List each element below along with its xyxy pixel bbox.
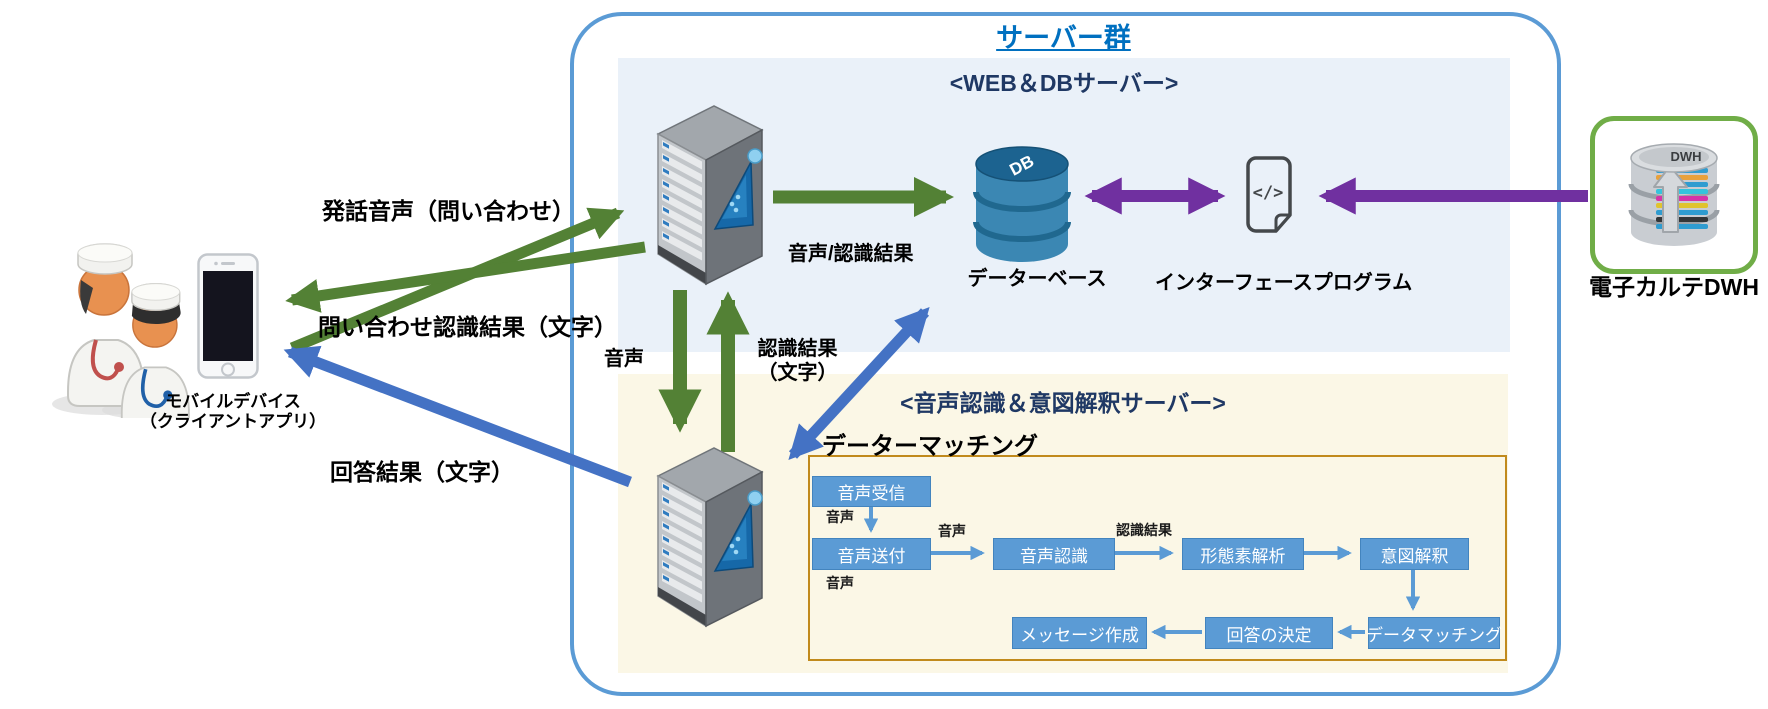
database-label: データーベース xyxy=(967,268,1107,290)
mobile-device-icon xyxy=(197,253,259,379)
flow-box-intent-interpretation: 意図解釈 xyxy=(1360,538,1469,570)
flow-label-voice-1: 音声 xyxy=(826,509,854,525)
server-rack-slots xyxy=(662,140,702,261)
flow-box-message-creation: メッセージ作成 xyxy=(1012,617,1147,649)
flow-box-voice-recognition: 音声認識 xyxy=(993,538,1115,570)
flow-box-morphological-analysis: 形態素解析 xyxy=(1182,538,1304,570)
flow-label-voice-2: 音声 xyxy=(938,523,966,539)
utterance-label: 発話音声（問い合わせ） xyxy=(322,198,575,224)
dwh-icon: DWH xyxy=(1628,143,1720,246)
recog-up-label-line2: （文字） xyxy=(757,362,838,384)
flow-box-data-matching: データマッチング xyxy=(1366,617,1502,649)
flow-label-recog-result: 認識結果 xyxy=(1116,522,1172,538)
speech-header: <音声認識＆意図解釈サーバー> xyxy=(900,390,1226,416)
arrow-server-db-blue xyxy=(788,306,930,461)
arrow-query-result xyxy=(285,241,646,313)
dwh-icon-text: DWH xyxy=(1670,149,1701,164)
data-matching-title: データーマッチング xyxy=(822,433,1038,460)
webdb-header: <WEB＆DBサーバー> xyxy=(949,70,1179,96)
recog-up-label-line1: 認識結果 xyxy=(757,338,838,360)
doctors-icon xyxy=(52,243,190,418)
webdb-server-icon xyxy=(656,105,764,286)
interface-program-icon: </> xyxy=(1246,156,1292,233)
dwh-box: DWH xyxy=(1590,116,1758,274)
server-rack-slots xyxy=(662,482,702,603)
flow-box-voice-receive: 音声受信 xyxy=(812,476,931,507)
diagram-title: サーバー群 xyxy=(996,23,1131,53)
answer-result-label: 回答結果（文字） xyxy=(330,459,514,485)
flow-box-answer-decision: 回答の決定 xyxy=(1205,617,1333,649)
dwh-label: 電子カルテDWH xyxy=(1589,274,1759,300)
voice-recog-result-label: 音声/認識結果 xyxy=(788,243,914,265)
database-icon: DB xyxy=(973,146,1071,262)
voice-down-label: 音声 xyxy=(604,348,644,370)
speech-server-icon xyxy=(656,447,764,628)
arrow-answer-result xyxy=(283,345,632,488)
code-glyph: </> xyxy=(1253,183,1284,203)
data-matching-frame xyxy=(808,455,1507,661)
device-label-line1: モバイルデバイス xyxy=(165,392,301,411)
query-recognition-label: 問い合わせ認識結果（文字） xyxy=(318,314,617,340)
flow-box-voice-send: 音声送付 xyxy=(812,538,931,570)
interface-program-label: インターフェースプログラム xyxy=(1155,272,1413,294)
doctor-front xyxy=(120,282,190,418)
flow-label-voice-3: 音声 xyxy=(826,575,854,591)
device-label-line2: （クライアントアプリ） xyxy=(139,411,327,431)
server-group-container xyxy=(570,12,1561,696)
